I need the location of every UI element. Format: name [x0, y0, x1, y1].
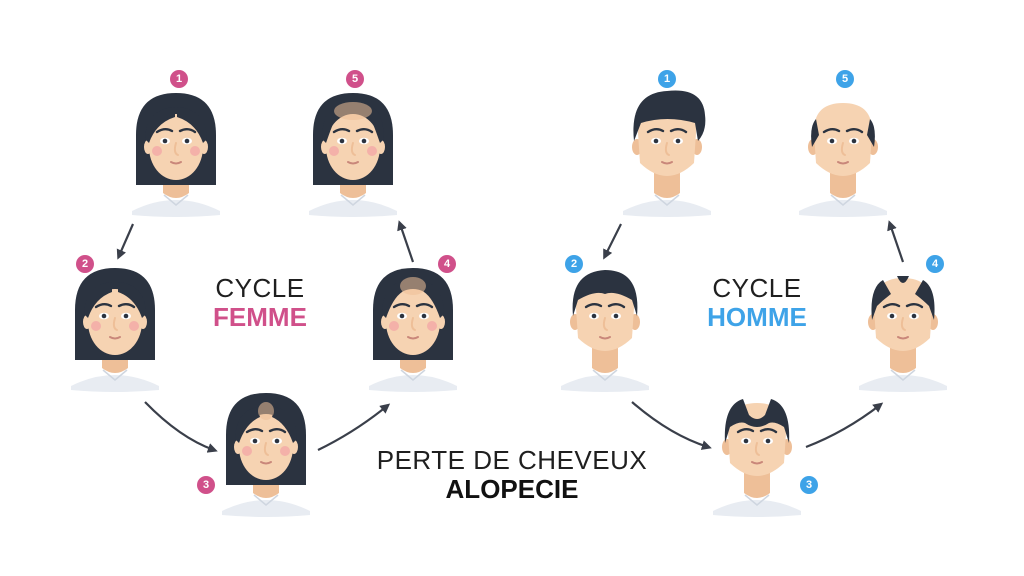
- female-step-1-badge: 1: [170, 70, 188, 88]
- footer-title: PERTE DE CHEVEUX: [376, 445, 648, 475]
- male-step-1-badge: 1: [658, 70, 676, 88]
- male-step-4-badge: 4: [926, 255, 944, 273]
- female-cycle-label: CYCLE FEMME: [160, 274, 360, 331]
- female-head-stage-1: [132, 93, 220, 217]
- female-head-stage-2: [71, 268, 159, 392]
- female-cycle-word: CYCLE: [215, 273, 305, 303]
- male-gender-word: HOMME: [707, 301, 807, 332]
- female-head-stage-5: [309, 93, 397, 217]
- female-step-3-badge: 3: [197, 476, 215, 494]
- male-cycle-label: CYCLE HOMME: [657, 274, 857, 331]
- female-head-stage-4: [369, 268, 457, 392]
- female-arrow-1-to-2: [116, 223, 135, 260]
- female-step-4-badge: 4: [438, 255, 456, 273]
- female-step-5-badge: 5: [346, 70, 364, 88]
- female-head-stage-3: [222, 393, 310, 517]
- male-head-stage-4: [859, 276, 947, 392]
- male-arrow-2-to-3: [631, 401, 712, 450]
- male-arrow-4-to-5: [887, 220, 905, 263]
- female-step-2-badge: 2: [76, 255, 94, 273]
- male-arrow-1-to-2: [603, 223, 622, 260]
- female-gender-word: FEMME: [213, 301, 307, 332]
- female-arrow-2-to-3: [144, 401, 218, 453]
- male-head-stage-2: [561, 270, 649, 392]
- male-step-2-badge: 2: [565, 255, 583, 273]
- female-arrow-4-to-5: [397, 220, 415, 263]
- female-arrow-3-to-4: [317, 403, 391, 451]
- male-head-stage-1: [623, 90, 711, 217]
- male-step-3-badge: 3: [800, 476, 818, 494]
- male-cycle-word: CYCLE: [712, 273, 802, 303]
- male-head-stage-5: [799, 103, 887, 217]
- male-step-5-badge: 5: [836, 70, 854, 88]
- male-arrow-3-to-4: [805, 402, 884, 449]
- footer-subtitle: ALOPECIE: [445, 473, 579, 504]
- footer-label: PERTE DE CHEVEUX ALOPECIE: [362, 446, 662, 503]
- male-head-stage-3: [713, 399, 801, 517]
